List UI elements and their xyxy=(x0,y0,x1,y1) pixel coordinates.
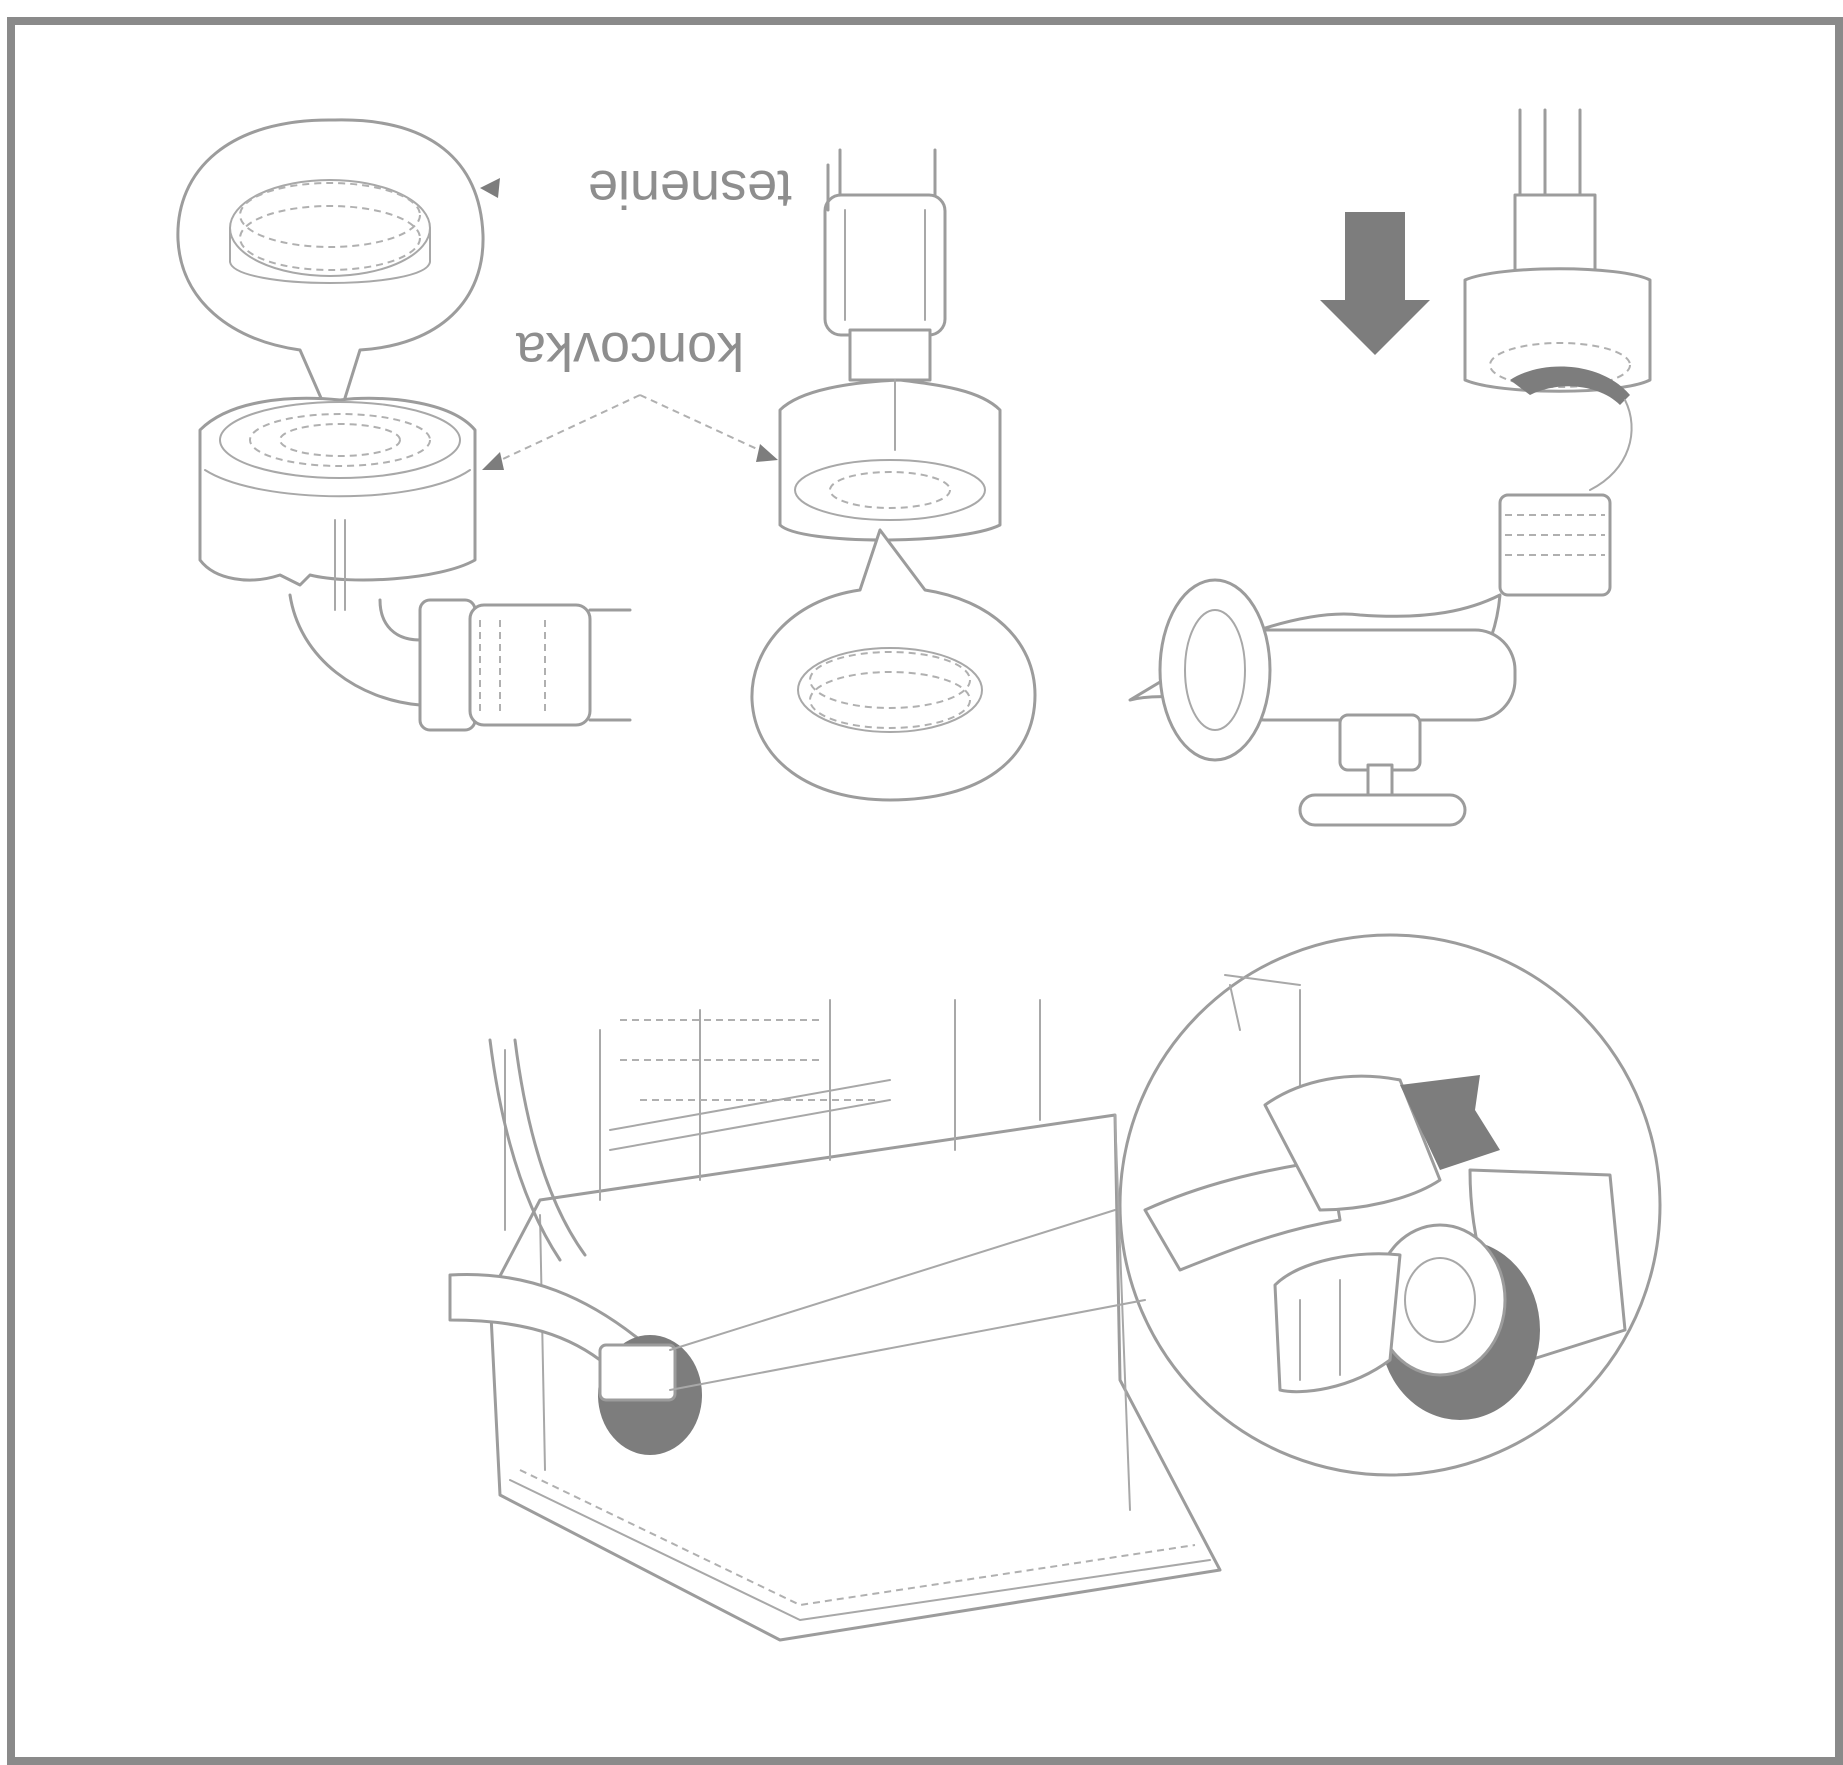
down-arrow-icon xyxy=(1320,212,1430,355)
seal-label-group: tesnenie xyxy=(588,159,792,219)
fitting-label-group: koncovka xyxy=(515,321,744,381)
tap-valve-assembly xyxy=(1130,110,1650,825)
fitting-label: koncovka xyxy=(515,321,744,381)
seal-label: tesnenie xyxy=(588,159,792,219)
fitting-pointer-arrows xyxy=(482,395,778,470)
fitting-left-with-seal-magnifier xyxy=(178,120,630,730)
appliance-base-with-magnifier xyxy=(450,935,1660,1640)
hose-end-with-seal-magnifier xyxy=(752,150,1035,800)
